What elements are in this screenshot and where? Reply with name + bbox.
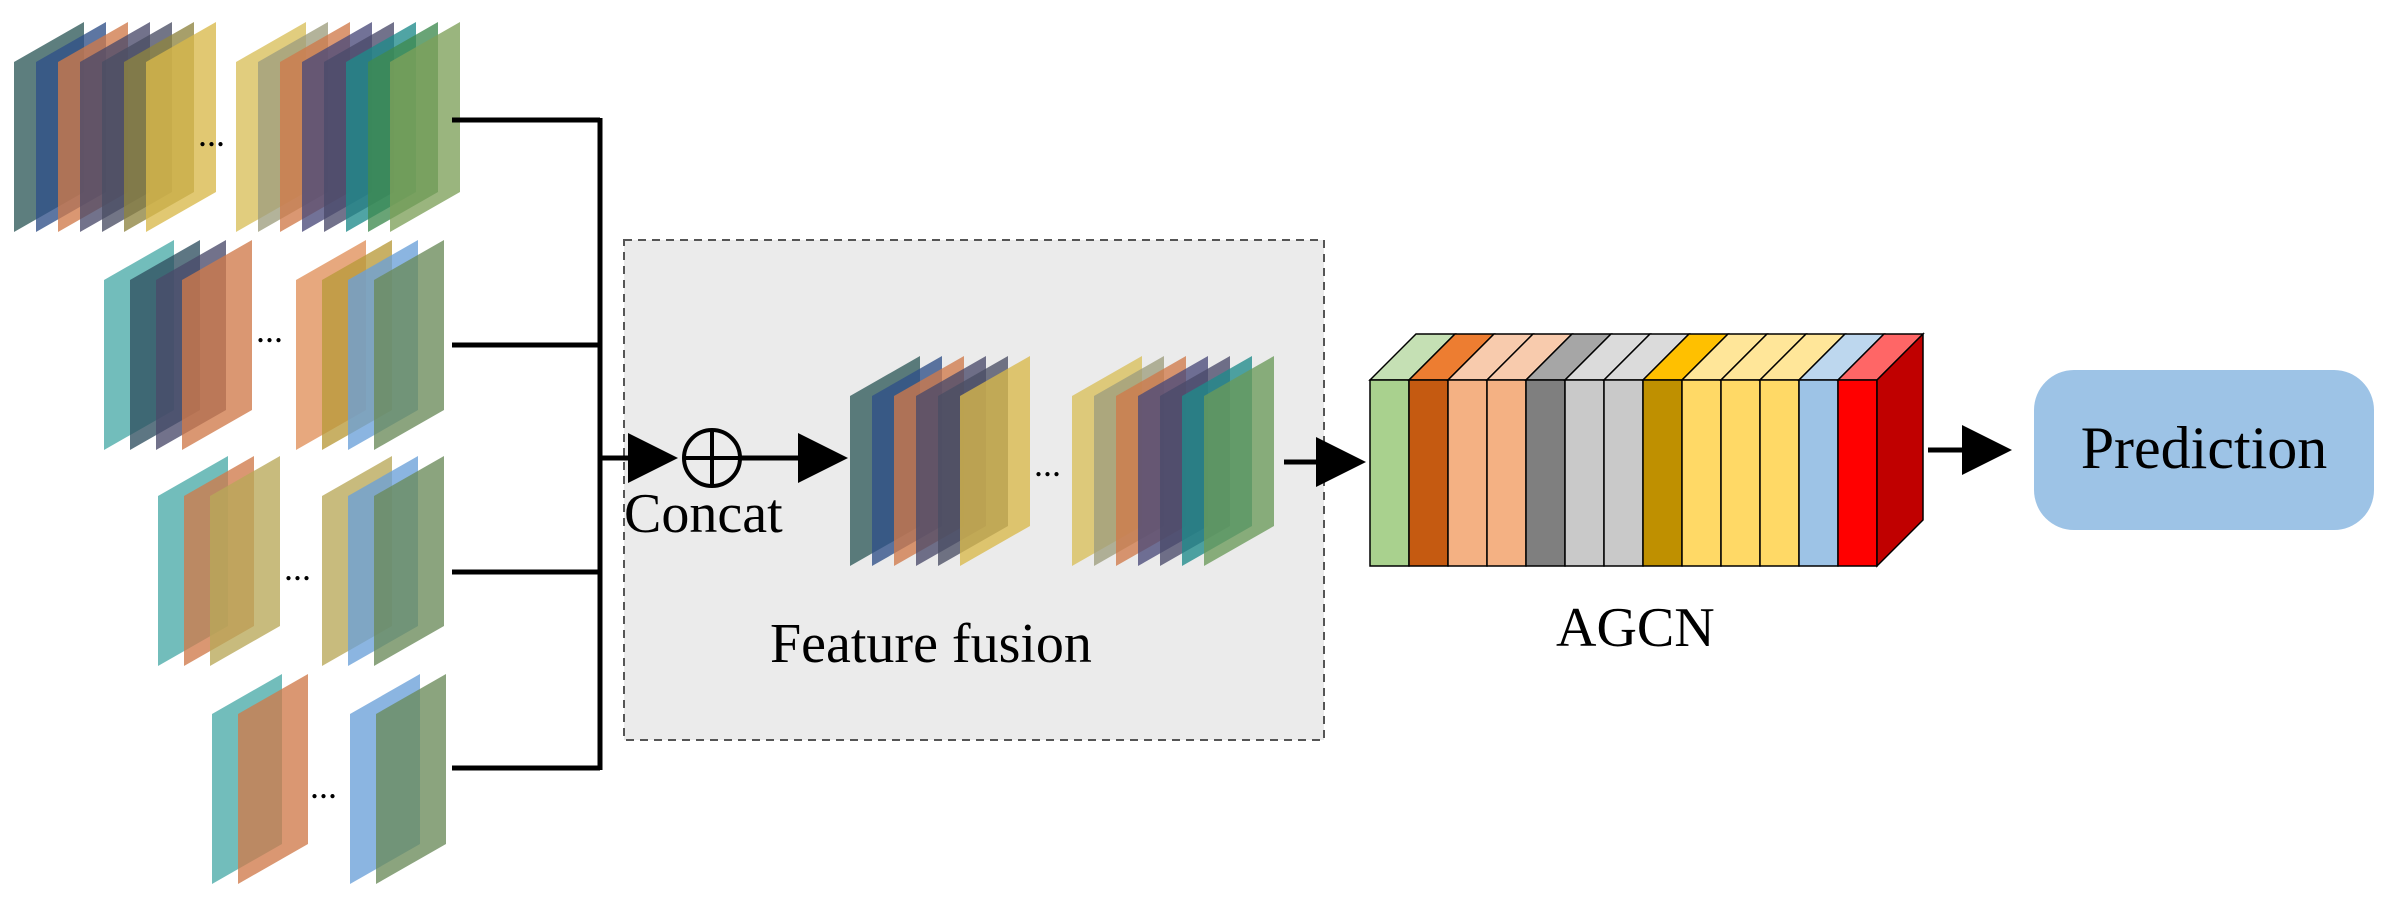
concat-symbol: [682, 428, 742, 488]
agcn-layer-9: [1681, 379, 1722, 567]
input-feature-stack-row2-right: [296, 240, 444, 450]
agcn-layer-6: [1564, 379, 1605, 567]
agcn-layer-8: [1642, 379, 1683, 567]
fused-feature-stack-left: [850, 356, 1030, 566]
agcn-layer-13: [1837, 379, 1878, 567]
row3-right-map-3: [374, 456, 444, 666]
concat-label: Concat: [624, 483, 783, 545]
ellipsis-row2: ...: [256, 310, 283, 350]
input-feature-stack-row4-left: [212, 674, 308, 884]
prediction-box: [2034, 370, 2374, 530]
agcn-layer-3: [1447, 379, 1488, 567]
row3-left-map-3: [210, 456, 280, 666]
ellipsis-row1: ...: [198, 114, 225, 154]
agcn-label: AGCN: [1556, 597, 1715, 659]
input-feature-stack-row1-left: [14, 22, 216, 232]
agcn-layer-10: [1720, 379, 1761, 567]
feature-fusion-label: Feature fusion: [770, 613, 1092, 675]
agcn-layer-7: [1603, 379, 1644, 567]
input-feature-stack-row3-left: [158, 456, 280, 666]
fusion-left-map-6: [960, 356, 1030, 566]
prediction-label: Prediction: [2081, 415, 2328, 481]
input-feature-stack-row2-left: [104, 240, 252, 450]
agcn-layer-12: [1798, 379, 1839, 567]
ellipsis-row3: ...: [284, 548, 311, 588]
input-feature-stack-row1-right: [236, 22, 460, 232]
input-connectors: [452, 117, 678, 771]
agcn-layer-1: [1369, 379, 1410, 567]
row4-left-map-2: [238, 674, 308, 884]
fused-feature-stack-right: [1072, 356, 1274, 566]
input-feature-stack-row4-right: [350, 674, 446, 884]
row1-right-map-8: [390, 22, 460, 232]
fusion-right-map-7: [1204, 356, 1274, 566]
row2-right-map-4: [374, 240, 444, 450]
agcn-layer-4: [1486, 379, 1527, 567]
agcn-layer-11: [1759, 379, 1800, 567]
ellipsis-fusion: ...: [1034, 444, 1061, 484]
agcn-layer-2: [1408, 379, 1449, 567]
agcn-block: [1368, 332, 1925, 568]
row1-left-map-7: [146, 22, 216, 232]
agcn-layer-5: [1525, 379, 1566, 567]
row4-right-map-2: [376, 674, 446, 884]
ellipsis-row4: ...: [310, 766, 337, 806]
agcn-side-face: [1876, 332, 1924, 568]
input-feature-stack-row3-right: [322, 456, 444, 666]
row2-left-map-4: [182, 240, 252, 450]
